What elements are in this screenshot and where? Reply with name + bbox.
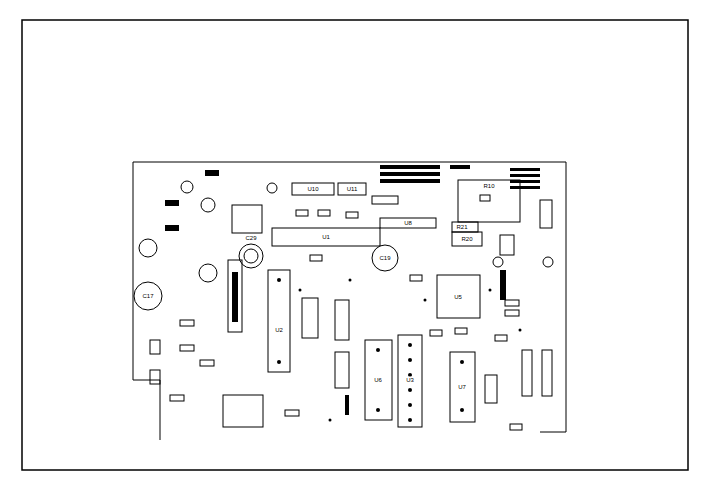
part-label: U5 <box>453 294 463 301</box>
part-label: U2 <box>274 327 284 334</box>
frame <box>22 20 688 470</box>
part-label: U1 <box>321 234 331 241</box>
part-label: R20 <box>460 236 473 243</box>
part-label: U10 <box>306 186 319 193</box>
board-outline <box>133 162 566 440</box>
part-label: C29 <box>244 235 257 242</box>
part-label: U11 <box>346 186 359 193</box>
part-label: C19 <box>378 255 391 262</box>
part-label: R10 <box>482 183 495 190</box>
part-label: U8 <box>403 220 413 227</box>
part-label: R21 <box>455 224 468 231</box>
part-label: U7 <box>457 384 467 391</box>
part-label: U6 <box>373 377 383 384</box>
part-label: U3 <box>405 377 415 384</box>
part-label: C17 <box>141 293 154 300</box>
